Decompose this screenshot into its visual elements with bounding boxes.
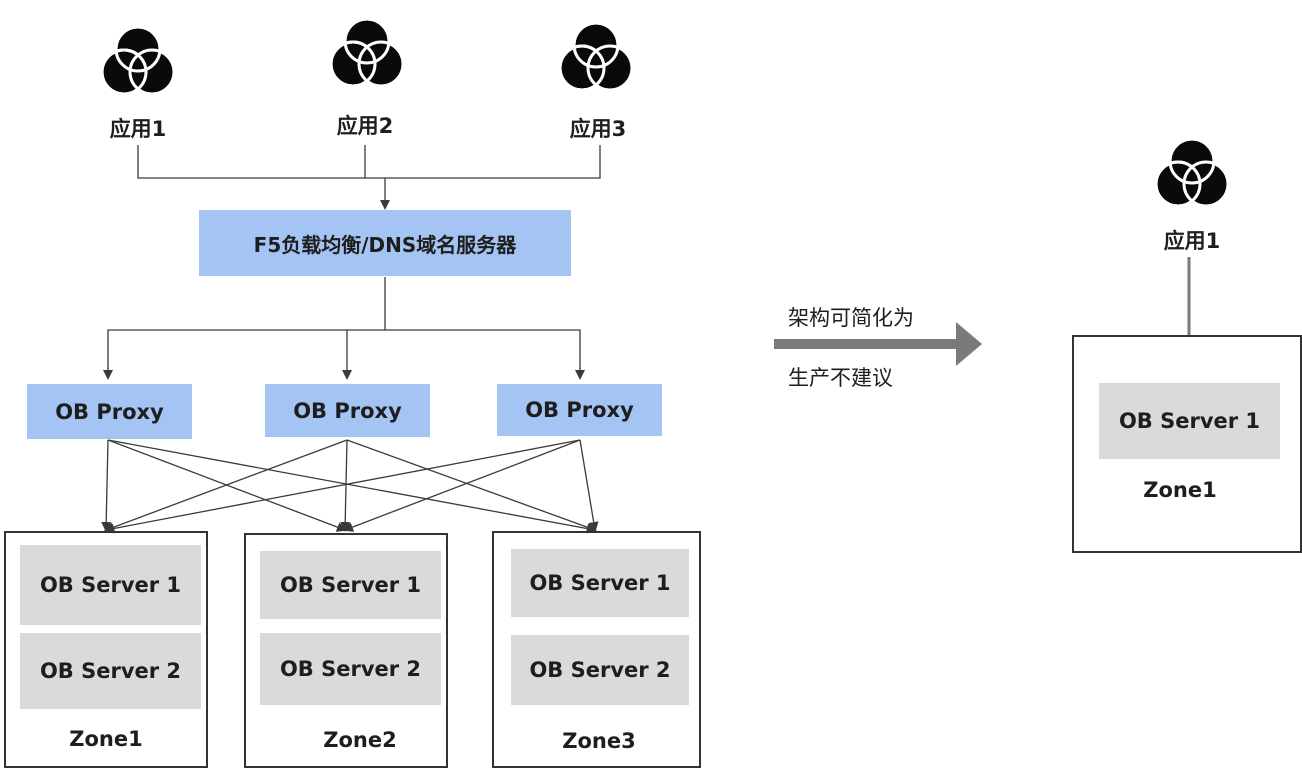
right-app-label: 应用1 — [1163, 229, 1221, 253]
zone2-server-2: OB Server 2 — [260, 633, 441, 705]
right-zone-box — [1072, 335, 1302, 553]
ob-proxy-3: OB Proxy — [497, 384, 662, 436]
app2-label: 应用2 — [336, 114, 394, 138]
app1-label: 应用1 — [109, 117, 167, 141]
proxy3-zone3-arrow — [579, 439, 599, 532]
right-zone-label: Zone1 — [1143, 478, 1217, 502]
app-venn-icon — [329, 17, 405, 88]
zone3-server-1: OB Server 1 — [511, 549, 689, 617]
zone1-server-2: OB Server 2 — [20, 633, 201, 709]
right-zone-server-1: OB Server 1 — [1099, 383, 1280, 459]
zone1-label: Zone1 — [69, 727, 143, 751]
app1-connector — [137, 145, 601, 179]
lb-output-connector — [103, 277, 386, 380]
proxy1-zone3-arrow — [107, 439, 597, 534]
zone-2-box — [244, 533, 448, 768]
zone2-server-1: OB Server 1 — [260, 551, 441, 619]
proxy3-zone2-arrow — [343, 439, 581, 532]
app3-label: 应用3 — [569, 117, 627, 141]
right-arrow-icon — [774, 322, 982, 366]
proxy3-zone1-arrow — [104, 439, 581, 534]
load-balancer-box: F5负载均衡/DNS域名服务器 — [199, 210, 571, 276]
not-recommended-note: 生产不建议 — [788, 366, 893, 390]
zone2-label: Zone2 — [323, 728, 397, 752]
app-venn-icon — [100, 25, 176, 96]
lb-to-proxy3-arrow — [385, 329, 585, 380]
zone1-server-1: OB Server 1 — [20, 545, 201, 625]
app-venn-icon — [1154, 137, 1230, 208]
zone-3-box — [492, 531, 701, 768]
zone3-server-2: OB Server 2 — [511, 635, 689, 705]
simplify-note: 架构可简化为 — [788, 306, 914, 330]
app-venn-icon — [558, 21, 634, 92]
proxy1-zone1-arrow — [101, 439, 112, 532]
zone-1-box — [4, 531, 208, 768]
ob-proxy-2: OB Proxy — [265, 384, 430, 437]
proxy2-zone1-arrow — [104, 439, 348, 532]
proxy2-zone3-arrow — [346, 439, 597, 532]
zone3-label: Zone3 — [562, 729, 636, 753]
ob-proxy-1: OB Proxy — [27, 384, 192, 439]
